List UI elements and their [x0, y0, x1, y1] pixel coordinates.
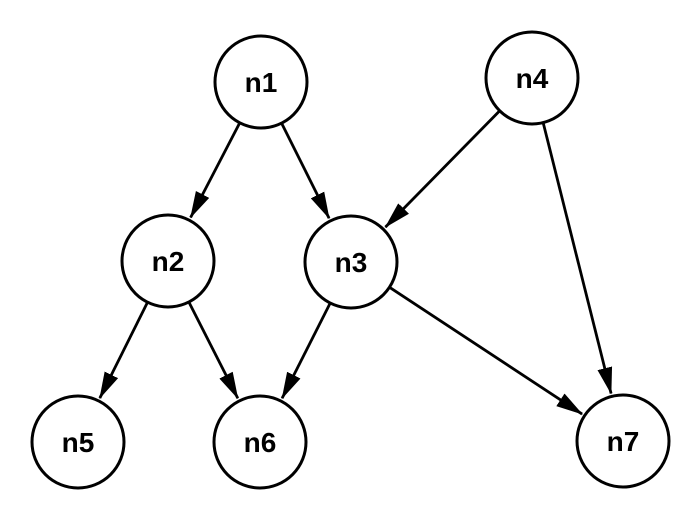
edge-n3-to-n7	[389, 286, 583, 416]
edge-n3-to-n6	[280, 303, 332, 400]
edge-n2-to-n6	[188, 302, 240, 400]
node-circle-n5	[30, 394, 126, 490]
edges-layer	[98, 110, 613, 416]
node-n6: n6	[212, 394, 308, 490]
node-label-n3: n3	[335, 247, 368, 278]
node-circle-n3	[303, 214, 399, 310]
node-label-n6: n6	[244, 427, 277, 458]
nodes-layer: n1 n2 n3 n4 n5 n6 n7	[30, 30, 671, 490]
node-n5: n5	[30, 394, 126, 490]
edge-n1-to-n2	[189, 123, 241, 219]
edge-n2-to-n5	[98, 302, 149, 399]
node-label-n4: n4	[516, 63, 549, 94]
node-circle-n4	[484, 30, 580, 126]
node-circle-n7	[575, 393, 671, 489]
node-circle-n6	[212, 394, 308, 490]
node-circle-n1	[213, 34, 309, 130]
edge-n1-to-n3	[280, 123, 331, 220]
node-n3: n3	[303, 214, 399, 310]
node-label-n2: n2	[152, 246, 185, 277]
edge-n4-to-n3	[384, 110, 500, 229]
node-n4: n4	[484, 30, 580, 126]
node-circle-n2	[120, 213, 216, 309]
node-label-n7: n7	[607, 426, 640, 457]
node-label-n5: n5	[62, 427, 95, 458]
node-n1: n1	[213, 34, 309, 130]
edge-n4-to-n7	[542, 123, 613, 395]
node-label-n1: n1	[245, 67, 278, 98]
node-n7: n7	[575, 393, 671, 489]
node-n2: n2	[120, 213, 216, 309]
